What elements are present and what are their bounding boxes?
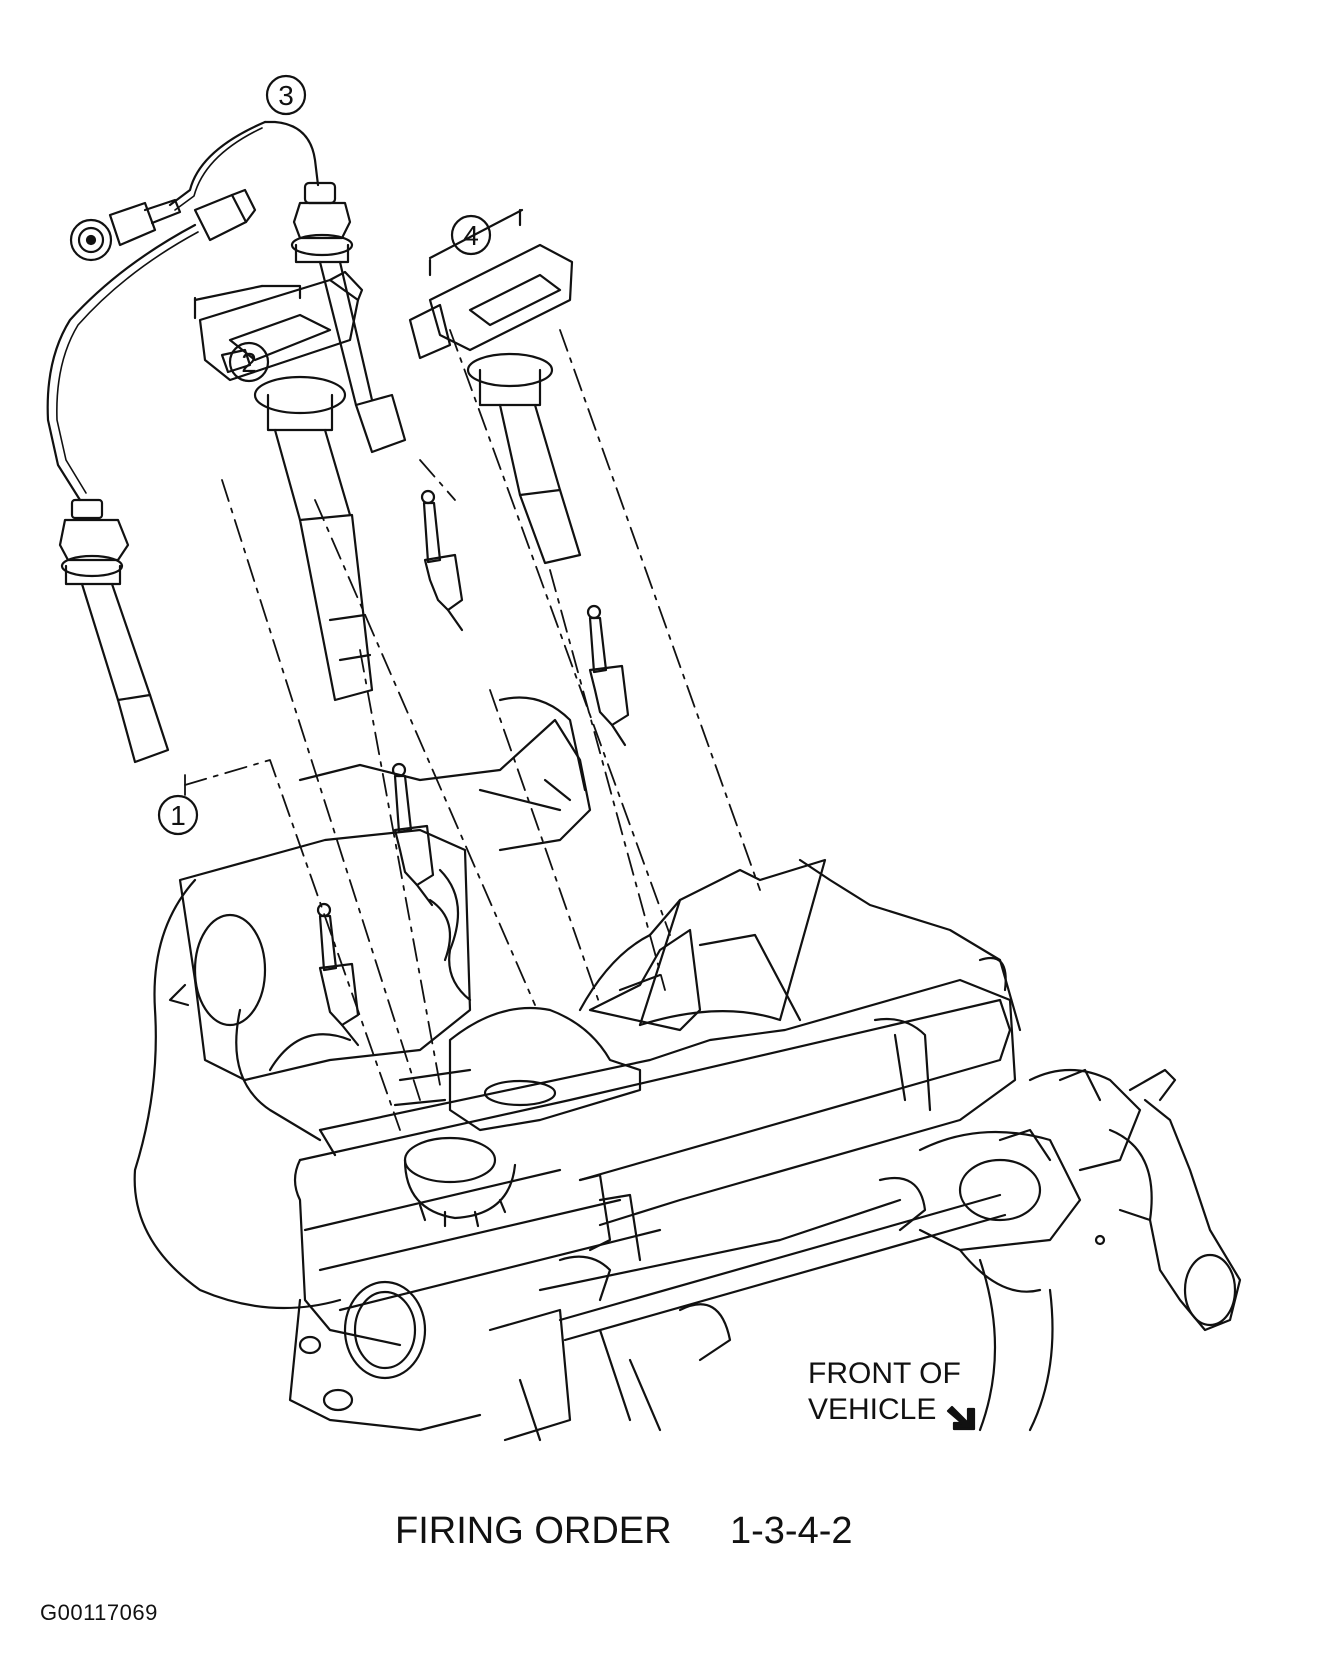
spark-plug-2 bbox=[391, 762, 435, 907]
spark-plug-3 bbox=[420, 489, 464, 632]
alignment-lines bbox=[184, 329, 761, 1131]
firing-order-label: FIRING ORDER bbox=[395, 1510, 672, 1552]
callout-3: 3 bbox=[265, 74, 307, 116]
oil-filler-cap bbox=[403, 1136, 517, 1228]
ignition-coil-2 bbox=[193, 270, 374, 702]
svg-text:3: 3 bbox=[278, 80, 294, 111]
callout-4: 4 bbox=[450, 214, 492, 256]
svg-text:2: 2 bbox=[241, 347, 257, 378]
svg-text:4: 4 bbox=[463, 220, 479, 251]
spark-plug-4 bbox=[586, 604, 630, 747]
front-of-vehicle-line-1: FRONT OF bbox=[808, 1357, 961, 1390]
engine-block bbox=[133, 696, 1242, 1442]
spark-plug-wire-3 bbox=[69, 120, 407, 454]
ignition-coil-4 bbox=[408, 208, 582, 565]
firing-order-sequence: 1-3-4-2 bbox=[730, 1510, 853, 1552]
spark-plug-wire-1 bbox=[46, 188, 257, 764]
callout-2: 2 bbox=[228, 341, 270, 383]
svg-text:1: 1 bbox=[170, 800, 186, 831]
figure-id: G00117069 bbox=[40, 1600, 158, 1625]
spark-plug-1 bbox=[316, 902, 360, 1047]
front-of-vehicle-line-2: VEHICLE bbox=[808, 1393, 937, 1426]
front-of-vehicle-label: FRONT OF VEHICLE bbox=[808, 1356, 961, 1428]
arrow-down-right-icon bbox=[946, 1405, 976, 1431]
